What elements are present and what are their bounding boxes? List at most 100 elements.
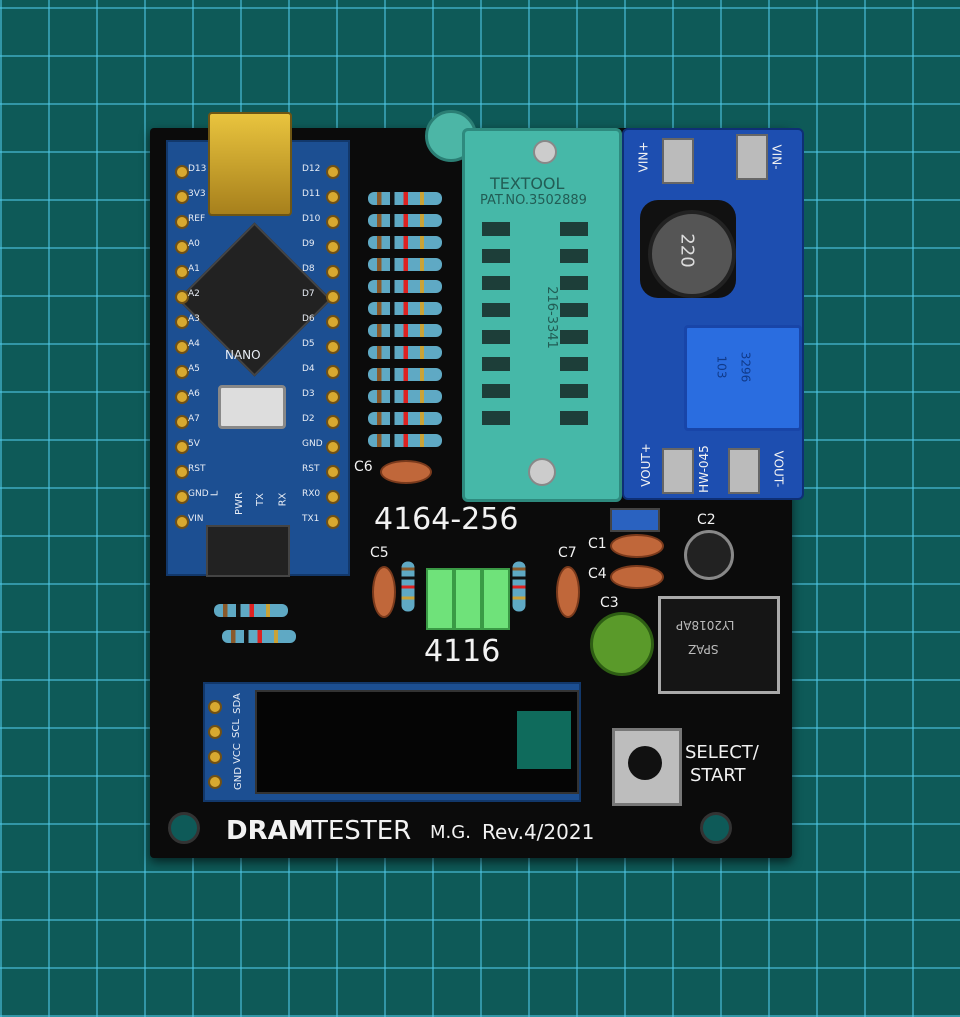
jumper [426,568,454,630]
chip-label-4164-256: 4164-256 [374,502,519,537]
mounting-hole [168,812,200,844]
capacitor-c3 [590,612,654,676]
capacitor-c7 [556,566,580,618]
capacitor-c4 [610,565,664,589]
nano-pin [175,440,189,454]
resistor [214,604,288,617]
resistor [368,434,442,447]
nano-pin-label: A4 [188,339,200,349]
c3-label: C3 [600,595,619,611]
nano-pin-label: 5V [188,439,200,449]
resistor [368,324,442,337]
oled-pin [208,700,222,714]
mounting-hole [700,812,732,844]
nano-pin [175,515,189,529]
zif-brand: TEXTOOL [490,174,565,193]
zif-screw-top [533,140,557,164]
zif-slot [560,357,588,371]
led-label: L [209,490,221,497]
vin-minus-pad [736,134,768,180]
c7-label: C7 [558,545,577,561]
capacitor-c1 [610,534,664,558]
resistor [368,346,442,359]
nano-pin-label: D13 [188,164,207,174]
nano-pin-label: A2 [188,289,200,299]
nano-pin-label: D4 [302,364,315,374]
capacitor-c6 [380,460,432,484]
nano-pin [175,415,189,429]
nano-pin-label: D11 [302,189,321,199]
nano-pin-label: D7 [302,289,315,299]
resistor [368,236,442,249]
nano-pin [175,215,189,229]
nano-pin [175,190,189,204]
nano-pin-label: 3V3 [188,189,206,199]
nano-pin [326,215,340,229]
title-dram: DRAM [226,816,314,846]
select-start-button-cap [628,746,662,780]
zif-slot [560,411,588,425]
resistor [368,302,442,315]
chip-label-4116: 4116 [424,634,501,669]
resistor [368,368,442,381]
zif-slot [560,384,588,398]
nano-pin-label: D10 [302,214,321,224]
zif-slot [560,222,588,236]
resistor [368,390,442,403]
nano-pin-label: VIN [188,514,204,524]
nano-pin-label: D2 [302,414,315,424]
zif-screw-bottom [528,458,556,486]
zif-slot [482,303,510,317]
nano-pin-label: A5 [188,364,200,374]
resistor [368,192,442,205]
nano-pin-label: GND [302,439,323,449]
zif-patent: PAT.NO.3502889 [480,193,587,208]
mini-usb-connector [208,112,292,216]
inductor-value: 220 [676,233,698,268]
nano-pin [175,465,189,479]
zif-socket [462,128,622,502]
vin-plus-pad [662,138,694,184]
oled-pin-label: SCL [230,719,242,738]
vout-plus-pad [662,448,694,494]
vout-minus-pad [728,448,760,494]
led-label: TX [254,493,266,506]
nano-pin [326,390,340,404]
select-label: SELECT/ [685,742,759,763]
buck-converter-module [622,128,804,500]
nano-pin-label: D12 [302,164,321,174]
model-label: HW-045 [696,445,711,493]
ic-8pin [658,596,780,694]
led-label: PWR [233,492,245,515]
vin-minus-label: VIN- [769,144,784,170]
resistor [368,258,442,271]
resistor [222,630,296,643]
nano-pin [326,490,340,504]
nano-pin [326,440,340,454]
resistor [368,280,442,293]
nano-pin-label: REF [188,214,206,224]
nano-label: NANO [225,348,261,362]
pot-value: 103 [714,355,729,379]
nano-pin-label: D5 [302,339,315,349]
nano-pin [175,240,189,254]
nano-pin-label: D8 [302,264,315,274]
nano-pin-label: A0 [188,239,200,249]
nano-pin-label: D3 [302,389,315,399]
nano-pin-label: TX1 [302,514,320,524]
oled-pin [208,750,222,764]
oled-pin [208,725,222,739]
jumper [454,568,482,630]
nano-pin [326,340,340,354]
oled-flex-tab [517,711,571,769]
nano-pin [175,165,189,179]
nano-pin [326,515,340,529]
nano-pin-label: RST [188,464,206,474]
revision-label: Rev.4/2021 [482,820,595,844]
resistor [368,214,442,227]
nano-pin-label: A3 [188,314,200,324]
c5-label: C5 [370,545,389,561]
inductor-core [648,210,736,298]
zif-slot [482,276,510,290]
